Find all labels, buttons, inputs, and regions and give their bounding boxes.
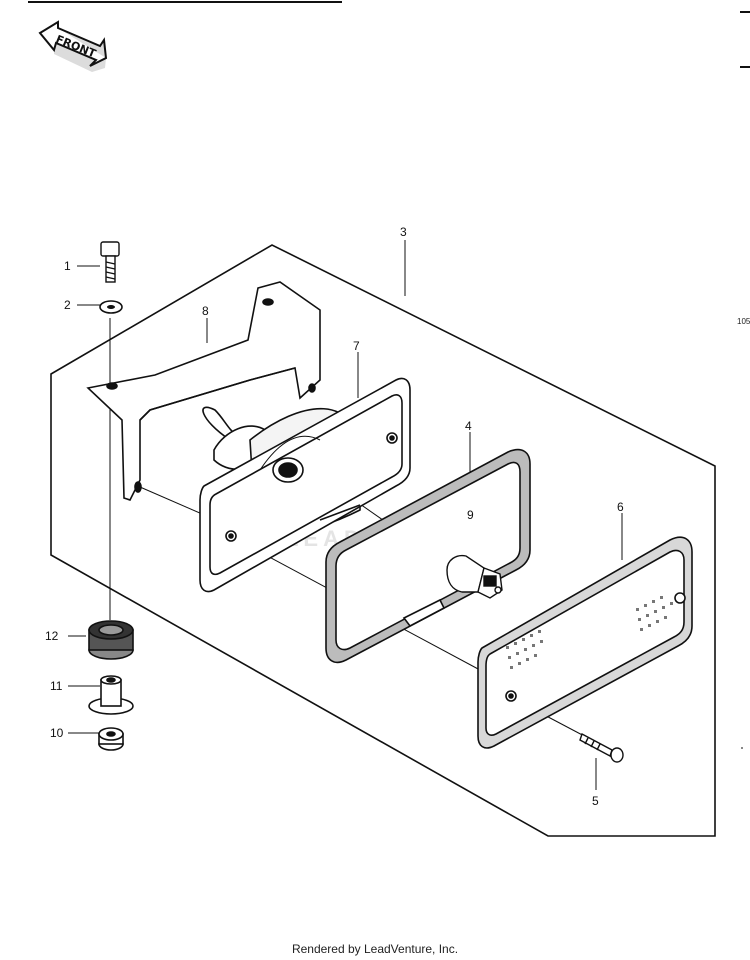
washer-part-2	[99, 300, 123, 314]
callout-5: 5	[592, 794, 599, 808]
screw-part-5	[579, 732, 624, 763]
housing-part-7	[199, 377, 411, 593]
callout-3: 3	[400, 225, 407, 239]
callout-1: 1	[64, 259, 71, 273]
callout-7: 7	[353, 339, 360, 353]
collar-part-11	[88, 675, 134, 715]
footer-credit: Rendered by LeadVenture, Inc.	[291, 942, 459, 956]
nut-part-10	[98, 727, 124, 751]
callout-6: 6	[617, 500, 624, 514]
callout-8: 8	[202, 304, 209, 318]
gasket-part-4	[325, 448, 531, 664]
bolt-part-1	[100, 241, 120, 283]
grommet-part-12	[88, 620, 134, 660]
side-note-text: 105	[737, 317, 750, 326]
lens-part-6	[477, 536, 693, 749]
front-arrow-icon: FRONT	[38, 20, 108, 72]
callout-11: 11	[50, 679, 63, 693]
assembly-boundary	[50, 244, 716, 837]
bulb-part-9	[446, 554, 503, 599]
bracket-part-8	[86, 281, 321, 501]
callout-10: 10	[50, 726, 64, 740]
callout-2: 2	[64, 298, 71, 312]
callout-9: 9	[467, 508, 474, 522]
callout-12: 12	[45, 629, 59, 643]
callout-4: 4	[465, 419, 472, 433]
leader-lines	[68, 240, 623, 790]
